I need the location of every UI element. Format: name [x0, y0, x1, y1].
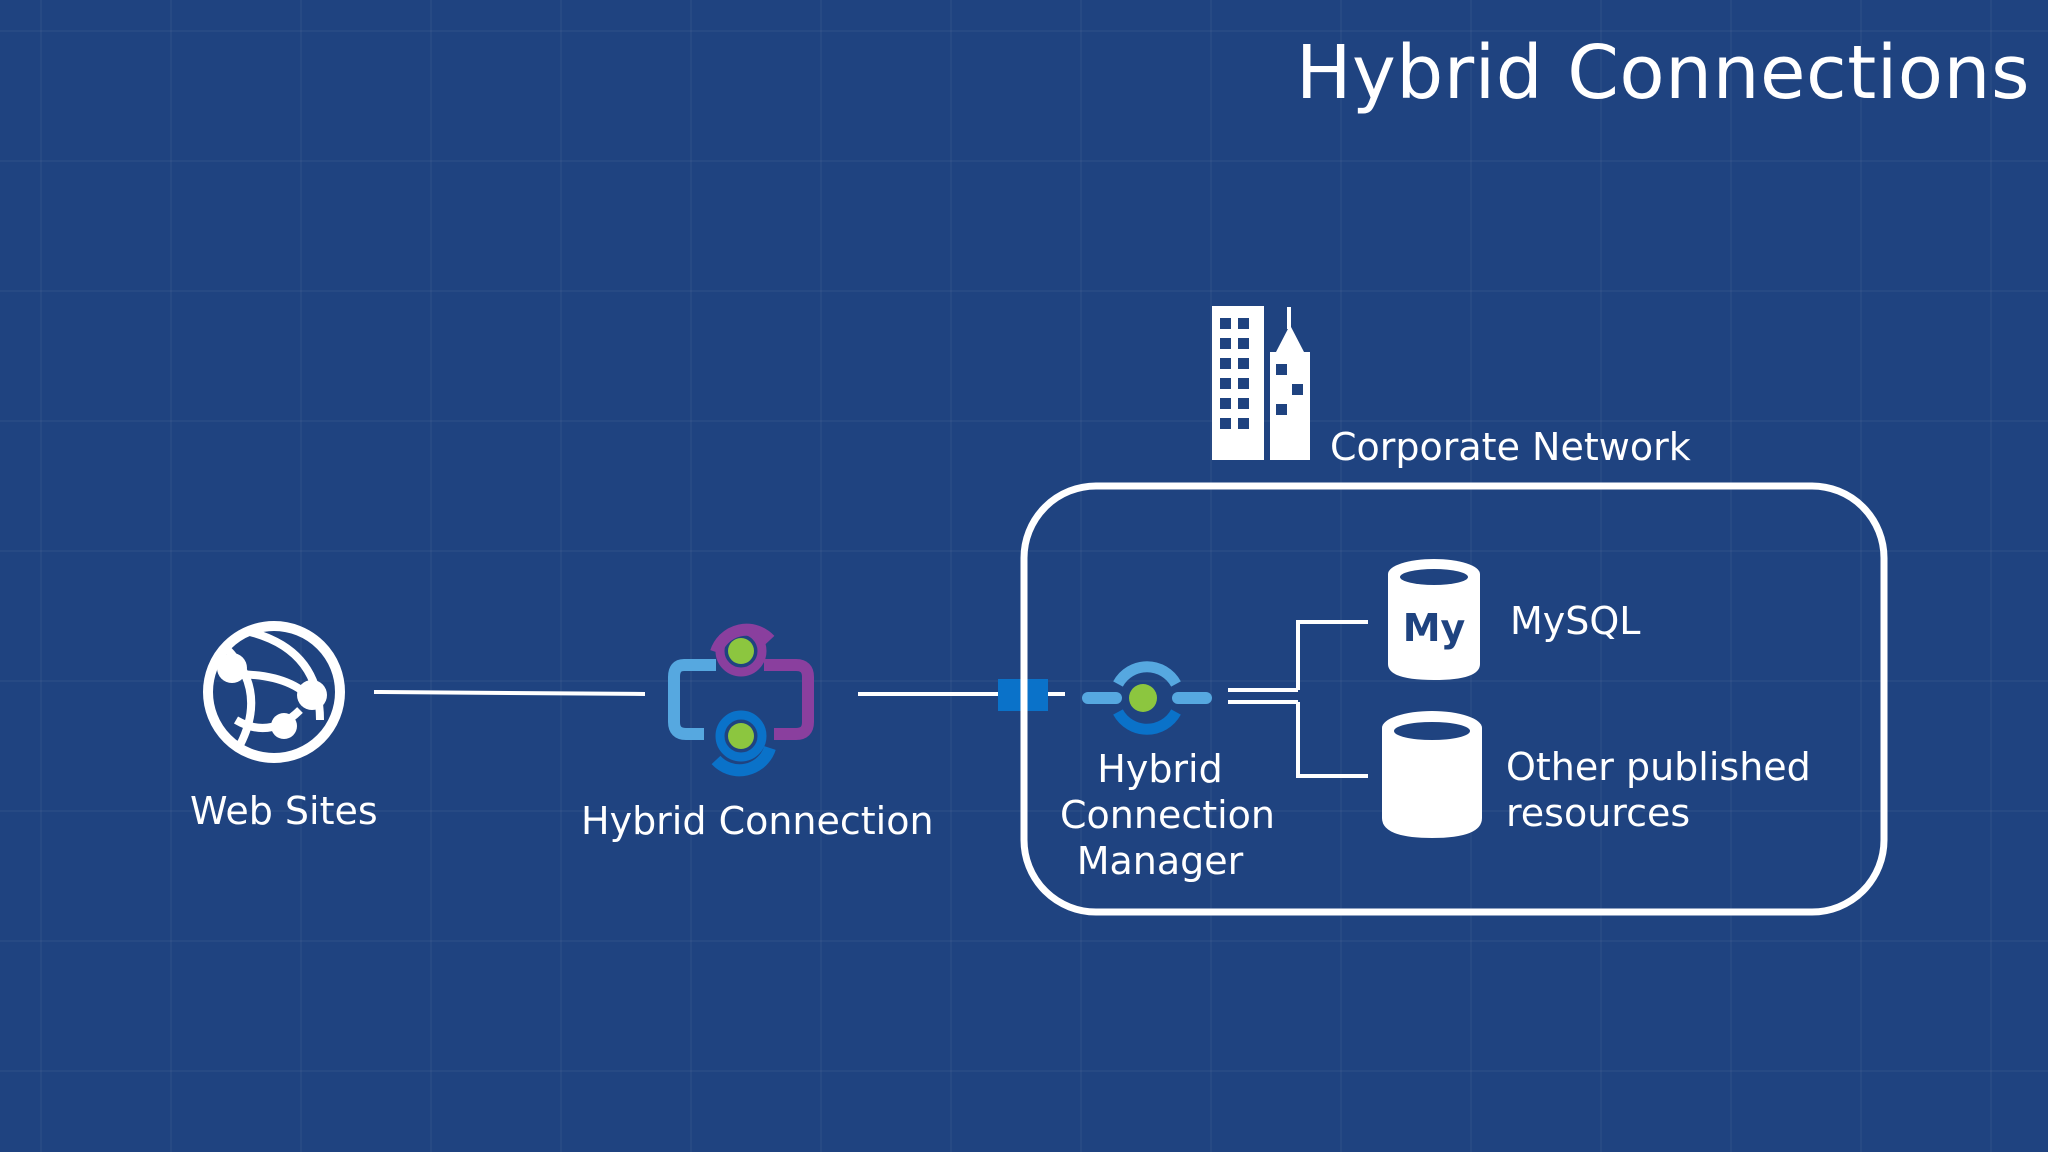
hybrid-connection-manager-label: Hybrid Connection Manager [1060, 746, 1276, 884]
connector-to-mysql [1296, 620, 1368, 690]
other-resources-label: Other published resources [1506, 744, 1811, 836]
hybrid-connection-label: Hybrid Connection [581, 799, 934, 843]
hybrid-connection-icon [668, 623, 814, 777]
connection-manager-icon [1082, 661, 1212, 735]
manager-label-line-3: Manager [1076, 839, 1244, 883]
manager-label-line-1: Hybrid [1097, 747, 1223, 791]
connector-web-to-hybrid [373, 690, 646, 696]
other-resources-line-1: Other published [1506, 745, 1811, 789]
database-icon [1382, 711, 1482, 838]
connector-to-other-resources [1296, 702, 1368, 778]
other-resources-line-2: resources [1506, 791, 1691, 835]
page-title: Hybrid Connections [1295, 30, 2030, 116]
buildings-icon [1212, 306, 1310, 460]
mysql-database-icon: My [1388, 559, 1480, 680]
manager-label-line-2: Connection [1060, 793, 1276, 837]
mysql-label: MySQL [1510, 599, 1641, 643]
globe-icon [203, 621, 345, 763]
corporate-network-label: Corporate Network [1330, 425, 1691, 469]
web-sites-label: Web Sites [190, 789, 378, 833]
corporate-network-boundary [1020, 482, 1888, 916]
svg-text:My: My [1403, 606, 1466, 650]
